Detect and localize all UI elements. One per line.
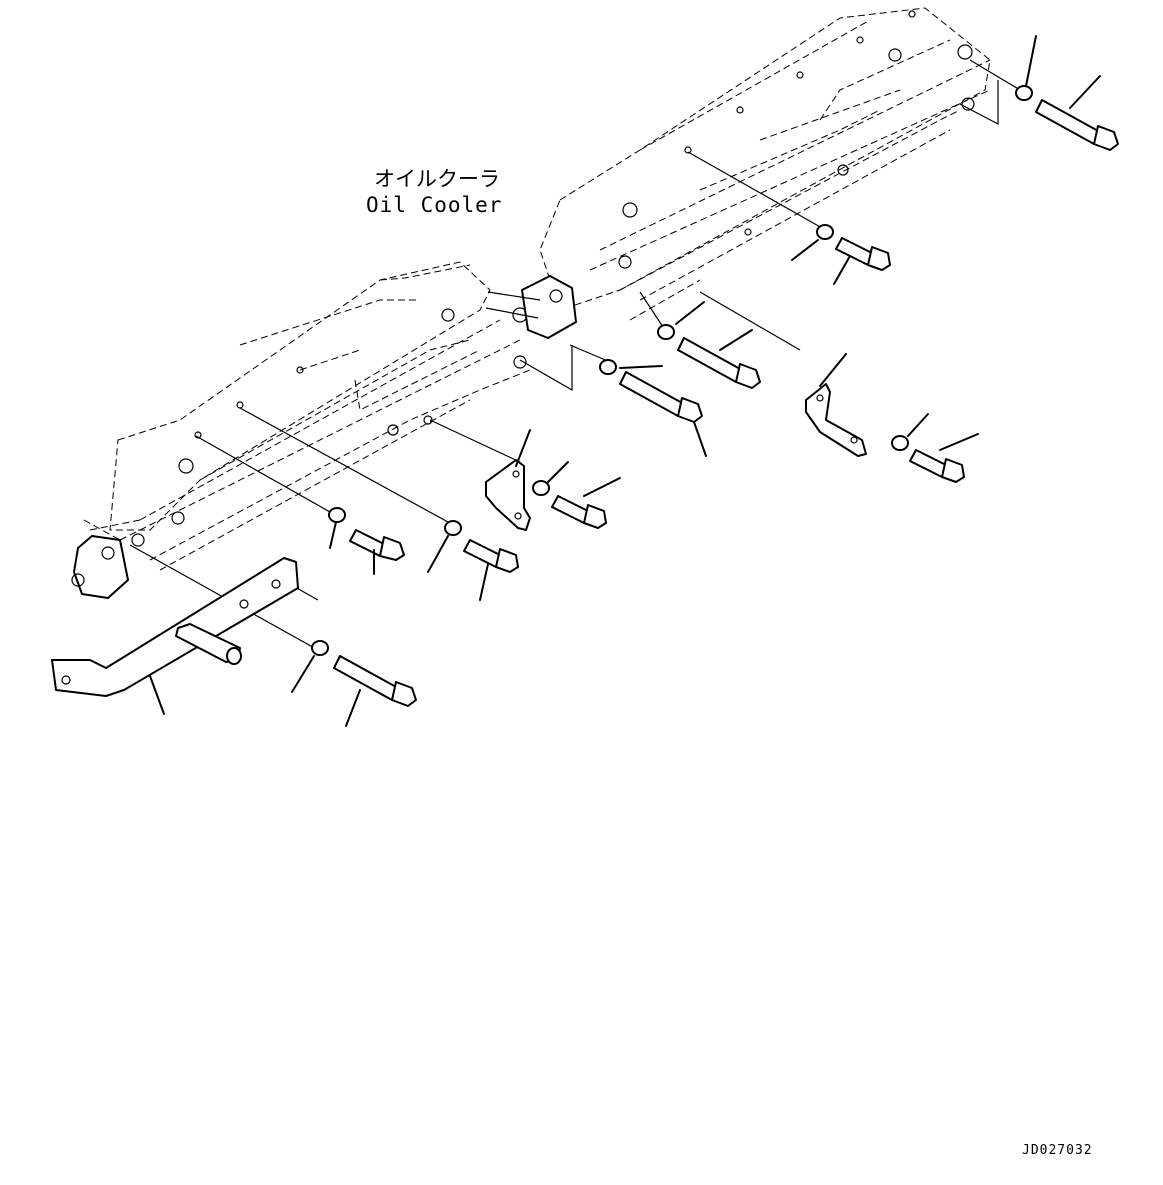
bolt-icon <box>677 337 761 389</box>
oil-cooler-left-unit <box>71 261 531 599</box>
washer-icon <box>328 507 346 523</box>
bolt-icon <box>619 371 703 423</box>
oil-cooler-right-unit <box>539 7 991 321</box>
callout-leaders <box>149 35 1101 727</box>
washer-icon <box>1015 85 1033 101</box>
bolt-icon <box>1035 99 1119 151</box>
bolt-icon <box>349 529 405 561</box>
washer-icon <box>599 359 617 375</box>
bolt-icon <box>463 539 519 573</box>
washer-set <box>311 85 1033 656</box>
bracket-icon <box>805 383 867 457</box>
washer-icon <box>891 435 909 451</box>
washer-icon <box>532 480 550 496</box>
washer-icon <box>444 520 462 536</box>
title-english: Oil Cooler <box>366 193 502 217</box>
bolt-icon <box>909 449 965 483</box>
bolt-set <box>333 99 1119 707</box>
washer-icon <box>816 224 834 240</box>
washer-icon <box>657 324 675 340</box>
center-clamp <box>485 275 577 339</box>
oil-cooler-assembly-icon <box>71 7 991 599</box>
support-bar-icon <box>51 557 299 697</box>
bracket-icon <box>485 459 531 531</box>
bolt-icon <box>835 237 891 271</box>
drawing-code: JD027032 <box>1022 1143 1093 1158</box>
title-japanese: オイルクーラ <box>374 167 500 191</box>
bolt-icon <box>551 495 607 529</box>
bolt-icon <box>333 655 417 707</box>
washer-icon <box>311 640 329 656</box>
